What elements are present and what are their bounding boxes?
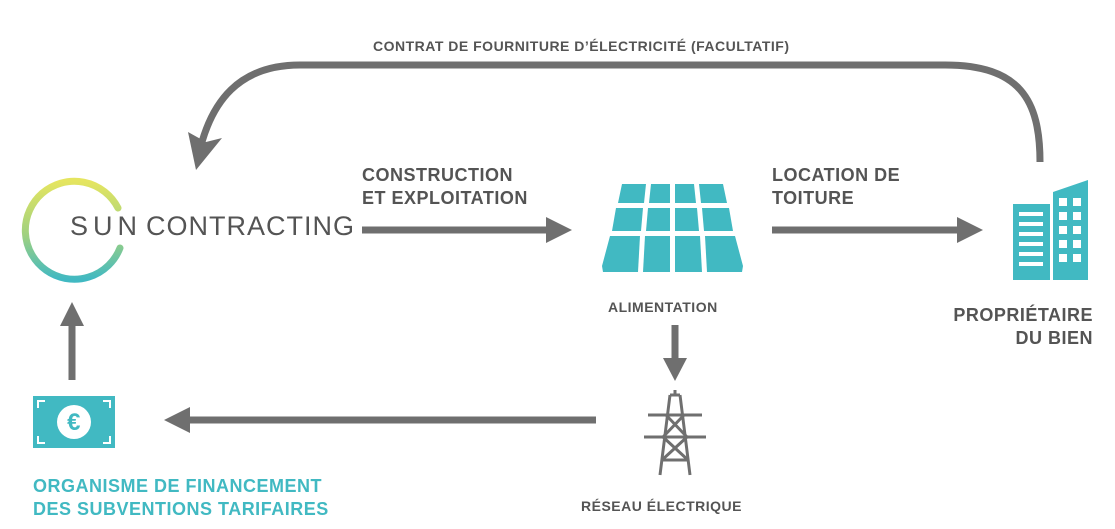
contract-arrow — [194, 61, 1044, 163]
euro-symbol: € — [67, 409, 81, 436]
location-line-2: TOITURE — [772, 187, 855, 208]
location-line-1: LOCATION DE — [772, 165, 901, 185]
contract-label: CONTRAT DE FOURNITURE D’ÉLECTRICITÉ (FAC… — [373, 38, 790, 54]
sun-ring-icon — [21, 177, 124, 283]
solar-panel-label: ALIMENTATION — [608, 299, 718, 315]
funding-line-1: ORGANISME DE FINANCEMENT — [33, 476, 323, 496]
owner-line-2: DU BIEN — [1015, 327, 1093, 348]
logo-sun: SUN — [70, 211, 143, 241]
euro-banknote-icon — [33, 396, 115, 448]
funding-to-company-arrowhead — [60, 302, 84, 326]
contract-arrowhead — [188, 132, 222, 170]
logo-contracting: CONTRACTING — [146, 211, 356, 241]
construction-line-2: ET EXPLOITATION — [362, 187, 528, 208]
funding-line-2: DES SUBVENTIONS TARIFAIRES — [33, 498, 329, 519]
supply-arrowhead — [663, 358, 687, 381]
solar-panel-icon — [602, 184, 743, 272]
construction-line-1: CONSTRUCTION — [362, 165, 513, 185]
grid-label: RÉSEAU ÉLECTRIQUE — [581, 498, 742, 514]
construction-label: CONSTRUCTION ET EXPLOITATION — [362, 164, 528, 209]
owner-label: PROPRIÉTAIRE DU BIEN — [953, 304, 1093, 349]
funding-label: ORGANISME DE FINANCEMENT DES SUBVENTIONS… — [33, 475, 329, 520]
building-icon — [1013, 180, 1088, 280]
grid-to-funding-arrowhead — [164, 407, 190, 433]
power-pylon-icon — [644, 390, 706, 476]
location-arrowhead — [957, 217, 983, 243]
location-label: LOCATION DE TOITURE — [772, 164, 900, 209]
construction-arrowhead — [546, 217, 572, 243]
owner-line-1: PROPRIÉTAIRE — [953, 305, 1093, 325]
